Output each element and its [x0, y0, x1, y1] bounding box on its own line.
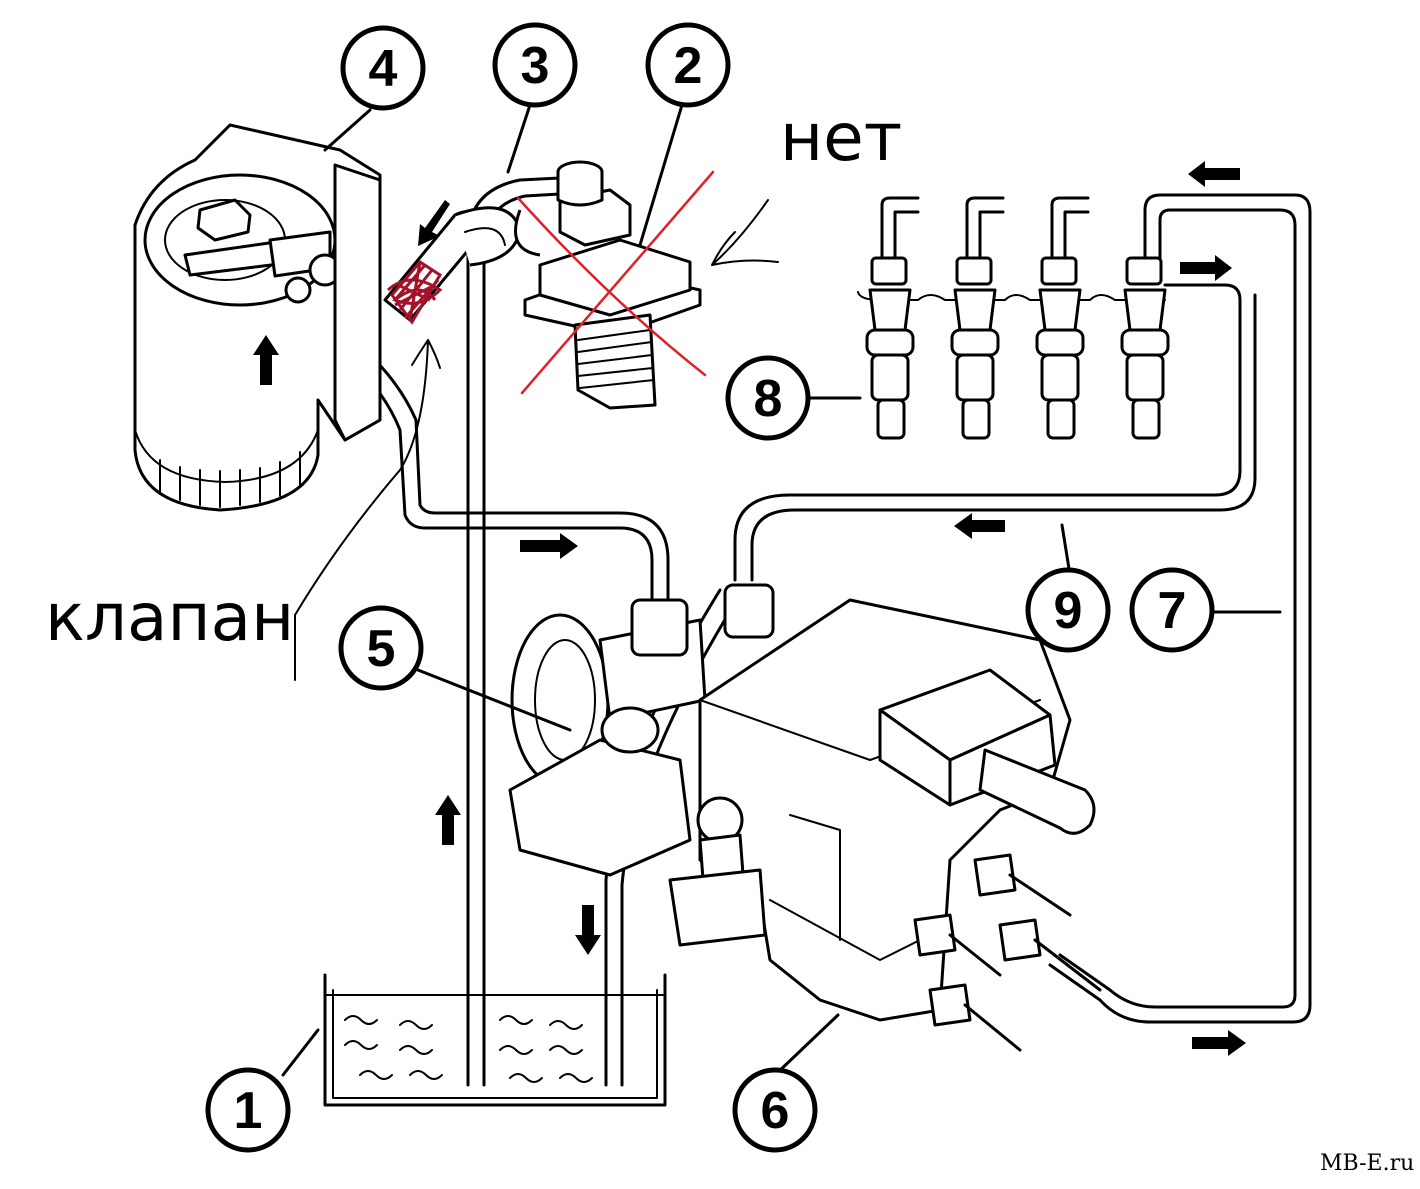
callout-3-number: 3 [521, 37, 550, 95]
handwritten-no-label: нет [780, 99, 902, 176]
injectors [865, 196, 1170, 440]
callout-4-number: 4 [369, 40, 398, 98]
regulator-ribs [577, 329, 655, 389]
flow-arrows [435, 161, 1246, 1056]
callout-1-number: 1 [234, 1082, 263, 1140]
pressure-regulator [514, 160, 702, 410]
fuel-level-waves [344, 1015, 593, 1083]
check-valve [383, 206, 522, 322]
callout-5: 5 [338, 605, 424, 691]
callout-7-number: 7 [1158, 582, 1187, 640]
callout-9-number: 9 [1054, 582, 1083, 640]
callout-2: 2 [645, 22, 731, 108]
fuel-filter [133, 123, 382, 512]
pump-outlets [913, 853, 1102, 1052]
handwritten-pointer-arrow [711, 199, 779, 266]
injector [1120, 256, 1170, 440]
callout-leaders [281, 103, 1282, 1077]
filter-ribs [159, 451, 301, 508]
callout-2-number: 2 [674, 37, 703, 95]
injector [1035, 196, 1090, 440]
fuel-pump-assembly [508, 583, 1102, 1052]
injector [950, 196, 1005, 440]
injector [865, 196, 920, 440]
fuel-tank [323, 973, 667, 1107]
callout-6-number: 6 [761, 1082, 790, 1140]
handwritten-valve-label: клапан [45, 579, 294, 656]
callout-8-number: 8 [754, 370, 783, 428]
callout-1: 1 [205, 1067, 291, 1153]
callout-9: 9 [1025, 567, 1111, 653]
callout-3: 3 [492, 22, 578, 108]
callout-7: 7 [1129, 567, 1215, 653]
watermark: MB-E.ru [1320, 1151, 1414, 1176]
callout-6: 6 [732, 1067, 818, 1153]
handwritten-valve-pointer [294, 339, 441, 616]
cross-out-mark [516, 170, 715, 395]
callout-8: 8 [725, 355, 811, 441]
callout-4: 4 [340, 25, 426, 111]
callout-5-number: 5 [367, 620, 396, 678]
valve-scribble [386, 260, 443, 325]
